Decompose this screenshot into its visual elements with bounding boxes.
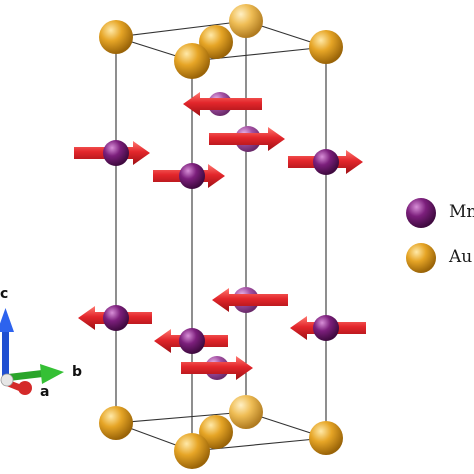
legend-au-swatch	[406, 243, 436, 273]
au-atom	[99, 20, 133, 54]
au-atom	[199, 415, 233, 449]
axis-b-shaft	[8, 370, 43, 381]
au-atom	[229, 4, 263, 38]
axis-label-b: b	[72, 364, 83, 380]
moment-arrow-left	[212, 288, 288, 312]
front-atoms	[99, 20, 343, 469]
axis-label-c: c	[0, 286, 9, 302]
au-atom	[99, 406, 133, 440]
mn-atom	[103, 305, 129, 331]
au-atom	[199, 25, 233, 59]
legend-mn-swatch	[406, 198, 436, 228]
legend-label-au: Au	[449, 247, 473, 267]
mn-atom	[313, 315, 339, 341]
au-atom	[309, 421, 343, 455]
unit-cell-edges	[115, 20, 327, 452]
mn-atom	[313, 149, 339, 175]
mn-atom	[179, 163, 205, 189]
au-atom	[309, 30, 343, 64]
mn-atom	[179, 328, 205, 354]
axis-label-a: a	[40, 384, 50, 400]
axis-c-head	[0, 308, 14, 332]
legend	[406, 198, 436, 273]
axis-origin	[0, 373, 14, 387]
moment-arrow-right	[181, 356, 253, 380]
au-atom	[229, 395, 263, 429]
legend-label-mn: Mn	[449, 202, 474, 222]
moment-arrow-right	[209, 127, 285, 151]
moment-arrow-left	[183, 92, 262, 116]
mn-atom	[103, 140, 129, 166]
au-atom	[174, 43, 210, 79]
axis-b-head	[40, 364, 64, 384]
axis-a-head	[18, 381, 32, 395]
au-atom	[174, 433, 210, 469]
axis-c-shaft	[2, 330, 9, 378]
axis-triad	[0, 308, 64, 395]
